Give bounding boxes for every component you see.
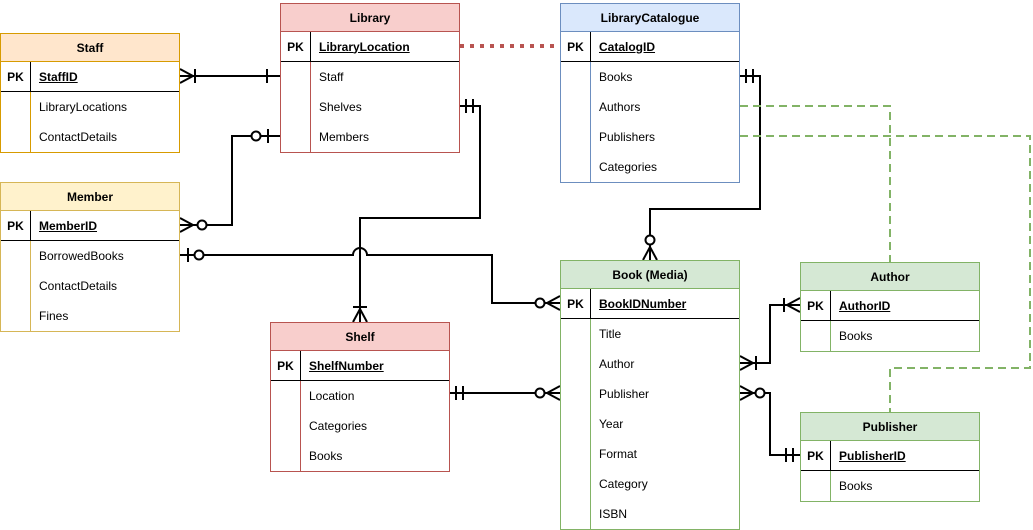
- attribute-label: Fines: [39, 309, 69, 323]
- pk-column-cell: [561, 379, 591, 409]
- pk-field: CatalogID: [599, 39, 656, 54]
- relationship-catalogue-book: [642, 69, 761, 261]
- attribute-label: Books: [839, 479, 873, 493]
- pk-column-cell: [561, 439, 591, 469]
- entity-title-library: Library: [281, 4, 459, 32]
- pk-label: PK: [271, 351, 301, 380]
- attribute-label: Books: [839, 329, 873, 343]
- pk-column-cell: [1, 241, 31, 271]
- attribute-label: Format: [599, 447, 638, 461]
- pk-label: PK: [281, 32, 311, 61]
- attribute-label: Year: [599, 417, 624, 431]
- pk-column-cell: [281, 122, 311, 152]
- pk-column-cell: [1, 92, 31, 122]
- attribute-label: Members: [319, 130, 370, 144]
- attribute-label: Books: [599, 70, 633, 84]
- pk-column-cell: [561, 349, 591, 379]
- link-catalogue-publisher-dashed: [740, 135, 1031, 412]
- pk-label: PK: [1, 211, 31, 240]
- attribute-label: Publisher: [599, 387, 650, 401]
- pk-column-cell: [1, 301, 31, 331]
- pk-field: MemberID: [39, 218, 98, 233]
- relationship-staff-library: [179, 68, 280, 84]
- pk-column-cell: [561, 499, 591, 529]
- pk-column-cell: [561, 319, 591, 349]
- pk-label: PK: [561, 32, 591, 61]
- entity-title-book: Book (Media): [561, 261, 739, 289]
- entity-title-catalogue: LibraryCatalogue: [561, 4, 739, 32]
- pk-column-cell: [271, 411, 301, 441]
- pk-column-cell: [561, 92, 591, 122]
- pk-label: PK: [561, 289, 591, 318]
- pk-column-cell: [561, 122, 591, 152]
- pk-column-cell: [271, 441, 301, 471]
- pk-field: PublisherID: [839, 448, 906, 463]
- pk-field: BookIDNumber: [599, 296, 687, 311]
- attribute-label: ISBN: [599, 507, 628, 521]
- attribute-label: Author: [599, 357, 635, 371]
- pk-field: LibraryLocation: [319, 39, 410, 54]
- attribute-label: Categories: [599, 160, 658, 174]
- entity-title-publisher: Publisher: [801, 413, 979, 441]
- relationship-book-publisher: [739, 385, 800, 462]
- pk-field: AuthorID: [839, 298, 891, 313]
- pk-field: ShelfNumber: [309, 358, 384, 373]
- attribute-label: LibraryLocations: [39, 100, 128, 114]
- link-catalogue-author-dashed: [740, 105, 891, 262]
- relationship-book-author: [739, 297, 801, 371]
- attribute-label: Categories: [309, 419, 368, 433]
- attribute-label: Authors: [599, 100, 641, 114]
- pk-column-cell: [281, 92, 311, 122]
- pk-column-cell: [801, 471, 831, 501]
- relationship-shelf-book: [450, 385, 561, 401]
- pk-column-cell: [561, 409, 591, 439]
- relationship-library-shelf: [352, 99, 481, 323]
- pk-label: PK: [801, 441, 831, 470]
- attribute-label: ContactDetails: [39, 130, 118, 144]
- attribute-label: Books: [309, 449, 343, 463]
- entity-title-shelf: Shelf: [271, 323, 449, 351]
- attribute-label: BorrowedBooks: [39, 249, 124, 263]
- attribute-label: Category: [599, 477, 648, 491]
- entity-title-member: Member: [1, 183, 179, 211]
- pk-column-cell: [561, 469, 591, 499]
- pk-column-cell: [561, 62, 591, 92]
- pk-column-cell: [801, 321, 831, 351]
- relationship-member-library: [179, 129, 280, 233]
- pk-column-cell: [1, 271, 31, 301]
- attribute-label: Shelves: [319, 100, 362, 114]
- attribute-label: Staff: [319, 70, 344, 84]
- pk-field: StaffID: [39, 69, 78, 84]
- pk-label: PK: [801, 291, 831, 320]
- pk-column-cell: [281, 62, 311, 92]
- pk-column-cell: [561, 152, 591, 182]
- pk-column-cell: [271, 381, 301, 411]
- attribute-label: Title: [599, 327, 622, 341]
- attribute-label: ContactDetails: [39, 279, 118, 293]
- entity-title-staff: Staff: [1, 34, 179, 62]
- attribute-label: Publishers: [599, 130, 656, 144]
- entity-title-author: Author: [801, 263, 979, 291]
- relationship-member-book: [180, 247, 561, 311]
- pk-label: PK: [1, 62, 31, 91]
- attribute-label: Location: [309, 389, 355, 403]
- pk-column-cell: [1, 122, 31, 152]
